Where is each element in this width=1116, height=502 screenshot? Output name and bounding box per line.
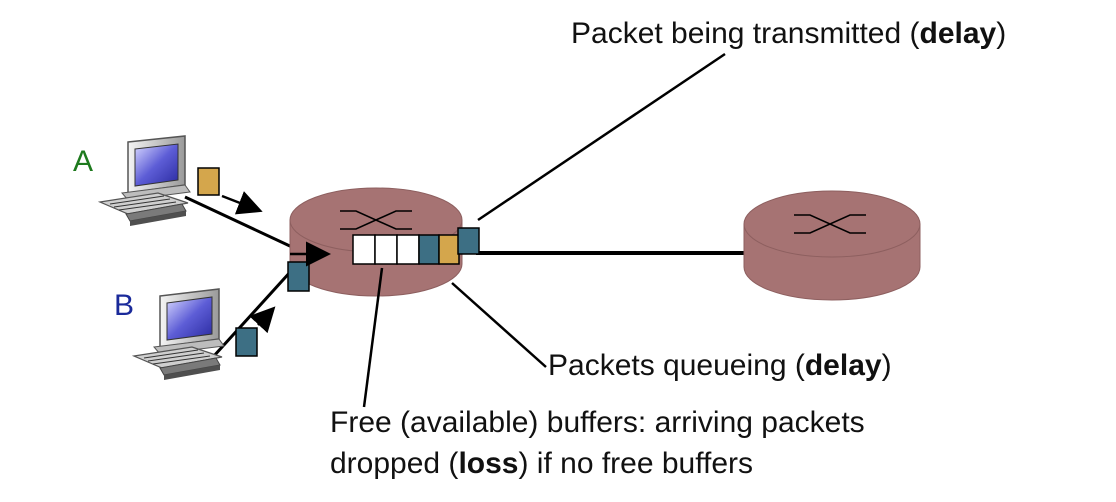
- queued-packet: [438, 234, 460, 265]
- packet-icon: [457, 227, 480, 255]
- arrow-icon: [249, 306, 276, 334]
- packets-queueing-label: Packets queueing (delay): [548, 349, 892, 382]
- link-a-router: [184, 195, 293, 249]
- free-buffers-label-line2: dropped (loss) if no free buffers: [330, 447, 754, 480]
- buffer-queue: [352, 234, 460, 265]
- free-buffer: [396, 234, 420, 265]
- host-b-label: B: [114, 289, 135, 322]
- host-a-label: A: [73, 145, 94, 178]
- free-buffer: [352, 234, 376, 265]
- free-buffer: [374, 234, 398, 265]
- packet-icon: [235, 327, 258, 357]
- packet-transmitted-label: Packet being transmitted (delay): [571, 17, 1007, 50]
- free-buffers-label-line1: Free (available) buffers: arriving packe…: [330, 406, 865, 439]
- arrow-icon: [221, 191, 263, 215]
- packet-icon: [197, 167, 220, 196]
- computer-icon: [97, 135, 191, 226]
- callout-transmitted: [477, 52, 726, 222]
- callout-queueing: [451, 282, 547, 368]
- queued-packet: [418, 234, 440, 265]
- computer-icon: [131, 288, 225, 380]
- packet-icon: [287, 261, 310, 292]
- callout-free-buffers: [362, 267, 384, 408]
- router-icon: [743, 190, 921, 301]
